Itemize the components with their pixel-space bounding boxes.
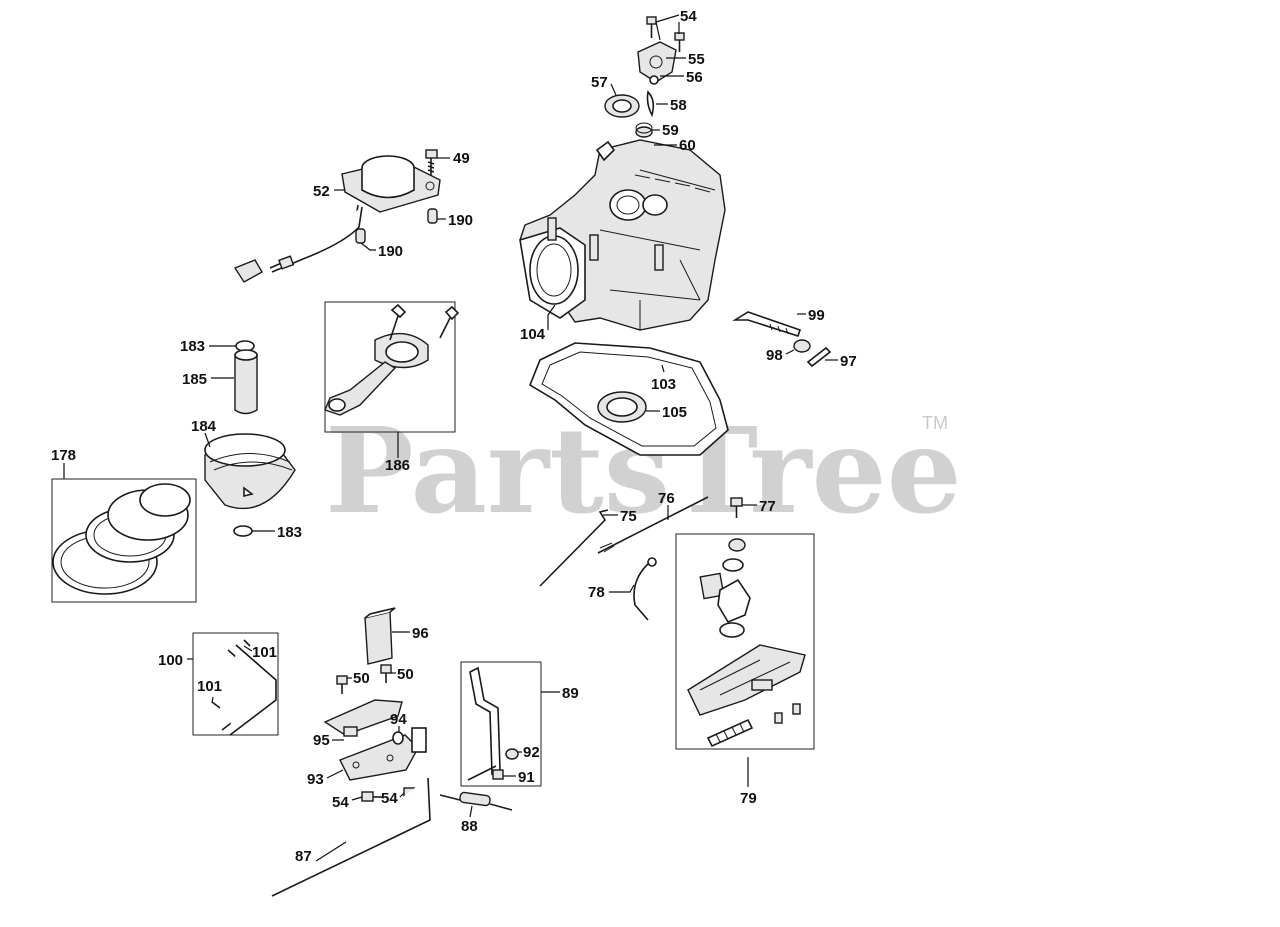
part-184-piston[interactable]	[204, 433, 296, 510]
callout-97[interactable]: 97	[840, 353, 857, 370]
callout-104[interactable]: 104	[520, 326, 546, 343]
callout-76[interactable]: 76	[658, 490, 675, 507]
part-94-clip[interactable]	[392, 731, 404, 745]
part-78-wire[interactable]	[633, 557, 657, 621]
part-89-lever-box[interactable]	[460, 661, 542, 787]
part-93-plate[interactable]	[323, 699, 427, 781]
part-92-screw[interactable]	[505, 748, 519, 760]
callout-183-top[interactable]: 183	[180, 338, 205, 355]
part-58-clip[interactable]	[646, 90, 655, 118]
part-96-bracket[interactable]	[364, 607, 396, 665]
callout-100[interactable]: 100	[158, 652, 183, 669]
part-190-dowel-a[interactable]	[427, 208, 438, 224]
callout-54-bottom-b[interactable]: 54	[381, 790, 398, 807]
callout-56[interactable]: 56	[686, 69, 703, 86]
callout-49[interactable]: 49	[453, 150, 470, 167]
part-185-piston-pin[interactable]	[234, 349, 258, 415]
callout-92[interactable]: 92	[523, 744, 540, 761]
leader-lines	[63, 14, 838, 862]
part-100-tube-box[interactable]	[192, 632, 279, 736]
callout-54-top[interactable]: 54	[680, 8, 697, 25]
callout-95[interactable]: 95	[313, 732, 330, 749]
part-98-collar[interactable]	[793, 339, 811, 353]
callout-183-bottom[interactable]: 183	[277, 524, 302, 541]
callout-190-a[interactable]: 190	[448, 212, 473, 229]
callout-75[interactable]: 75	[620, 508, 637, 525]
part-183-clip-bottom[interactable]	[233, 525, 253, 537]
part-52-ignition-coil[interactable]	[233, 155, 441, 283]
callout-79[interactable]: 79	[740, 790, 757, 807]
part-79-control-assembly-box[interactable]	[675, 533, 815, 750]
callout-178[interactable]: 178	[51, 447, 76, 464]
part-105-bearing[interactable]	[597, 391, 647, 423]
callout-105[interactable]: 105	[662, 404, 687, 421]
part-178-piston-rings-box[interactable]	[51, 478, 197, 603]
callout-190-b[interactable]: 190	[378, 243, 403, 260]
part-95-nut[interactable]	[343, 726, 358, 737]
callout-184[interactable]: 184	[191, 418, 217, 435]
callout-50-b[interactable]: 50	[397, 666, 414, 683]
callout-96[interactable]: 96	[412, 625, 429, 642]
part-190-dowel-b[interactable]	[355, 228, 366, 244]
callout-60[interactable]: 60	[679, 137, 696, 154]
part-50-bolt-b[interactable]	[380, 664, 392, 683]
part-59-spring[interactable]	[635, 122, 653, 138]
part-49-bolt[interactable]	[425, 149, 438, 176]
callout-59[interactable]: 59	[662, 122, 679, 139]
part-97-cotter[interactable]	[806, 346, 832, 368]
part-77-bolt[interactable]	[730, 497, 743, 518]
callout-55[interactable]: 55	[688, 51, 705, 68]
callout-88[interactable]: 88	[461, 818, 478, 835]
callout-50-a[interactable]: 50	[353, 670, 370, 687]
part-50-bolt-a[interactable]	[336, 675, 348, 694]
watermark-trademark: TM	[922, 413, 948, 433]
callout-99[interactable]: 99	[808, 307, 825, 324]
part-54-bolt-bottom-a[interactable]	[361, 791, 382, 802]
part-57-seal[interactable]	[604, 94, 640, 118]
callout-78[interactable]: 78	[588, 584, 605, 601]
callout-77[interactable]: 77	[759, 498, 776, 515]
callout-89[interactable]: 89	[562, 685, 579, 702]
part-99-pin[interactable]	[732, 311, 802, 338]
part-104-crankcase[interactable]	[519, 139, 726, 331]
callout-185[interactable]: 185	[182, 371, 207, 388]
callout-93[interactable]: 93	[307, 771, 324, 788]
callout-58[interactable]: 58	[670, 97, 687, 114]
callout-91[interactable]: 91	[518, 769, 535, 786]
part-186-connecting-rod-box[interactable]	[324, 301, 460, 433]
callout-98[interactable]: 98	[766, 347, 783, 364]
callout-87[interactable]: 87	[295, 848, 312, 865]
part-91-nut[interactable]	[492, 769, 504, 780]
callout-57[interactable]: 57	[591, 74, 608, 91]
part-87-governor-rod[interactable]	[271, 777, 431, 897]
part-75-governor-link[interactable]	[539, 509, 609, 587]
callout-186[interactable]: 186	[385, 457, 410, 474]
callout-103[interactable]: 103	[651, 376, 676, 393]
callout-54-bottom-a[interactable]: 54	[332, 794, 349, 811]
callout-94[interactable]: 94	[390, 711, 407, 728]
part-55-56-cover[interactable]	[637, 41, 677, 85]
callout-labels: 54 55 56 57 58 59 60 49 52 190 190 104 1…	[51, 8, 857, 865]
callout-101-b[interactable]: 101	[197, 678, 222, 695]
callout-101-a[interactable]: 101	[252, 644, 277, 661]
part-88-spring[interactable]	[439, 791, 513, 811]
part-76-cable[interactable]	[597, 496, 709, 554]
callout-52[interactable]: 52	[313, 183, 330, 200]
